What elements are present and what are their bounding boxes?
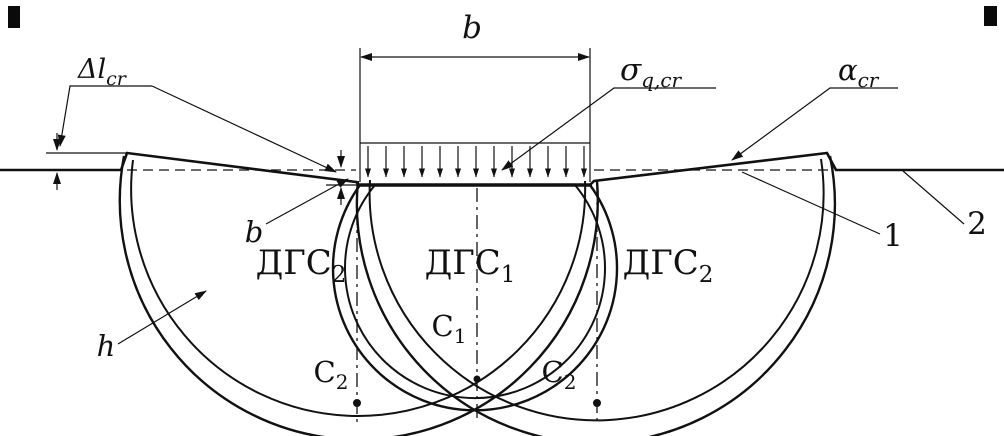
centre-point-c1 [473, 375, 481, 383]
h-leader [117, 290, 207, 345]
slip-arc-left-inner [130, 159, 587, 417]
b-edge-leader [265, 178, 349, 225]
delta-l-label: Δlcr [77, 54, 128, 90]
slip-arc-right-outer [355, 155, 837, 436]
centre-point-c2-right [593, 399, 601, 407]
centre-lines [356, 183, 598, 422]
alpha-label: αcr [838, 53, 880, 92]
h-label: h [97, 329, 116, 363]
leader-lines [57, 85, 965, 345]
scan-mark-top-right [984, 6, 997, 26]
delta-leader-right [151, 85, 337, 173]
delta-leader-left [57, 85, 152, 147]
ground-surface-right [589, 151, 1004, 186]
callout-2-leader [902, 170, 965, 225]
distributed-load [360, 142, 590, 178]
alpha-leader [731, 87, 898, 161]
c1-label: C1 [432, 309, 467, 348]
sigma-label: σq,cr [620, 52, 683, 92]
sigma-leader [501, 87, 716, 171]
zone-center-label: ДГС1 [425, 243, 516, 288]
slip-arc-right-inner [368, 158, 825, 422]
settlement-measures [53, 133, 345, 205]
centre-point-c2-left [353, 399, 361, 407]
zone-right-label: ДГС2 [623, 243, 714, 288]
callout-1-leader [741, 171, 881, 235]
deformation-zones [118, 155, 837, 436]
callout-2-label: 2 [967, 206, 987, 242]
scan-mark-top-left [8, 6, 20, 28]
c2-right-label: C2 [542, 355, 577, 394]
b-edge-label: b [245, 215, 264, 249]
slip-arc-center-inner [344, 184, 606, 400]
dimension-b [359, 48, 591, 182]
slip-arc-center-outer [331, 184, 619, 412]
callout-1-label: 1 [883, 218, 903, 254]
slip-arc-left-outer [118, 155, 599, 436]
c2-left-label: C2 [314, 355, 349, 394]
zone-left-label: ДГС2 [256, 243, 347, 288]
dim-b-label: b [462, 10, 482, 46]
